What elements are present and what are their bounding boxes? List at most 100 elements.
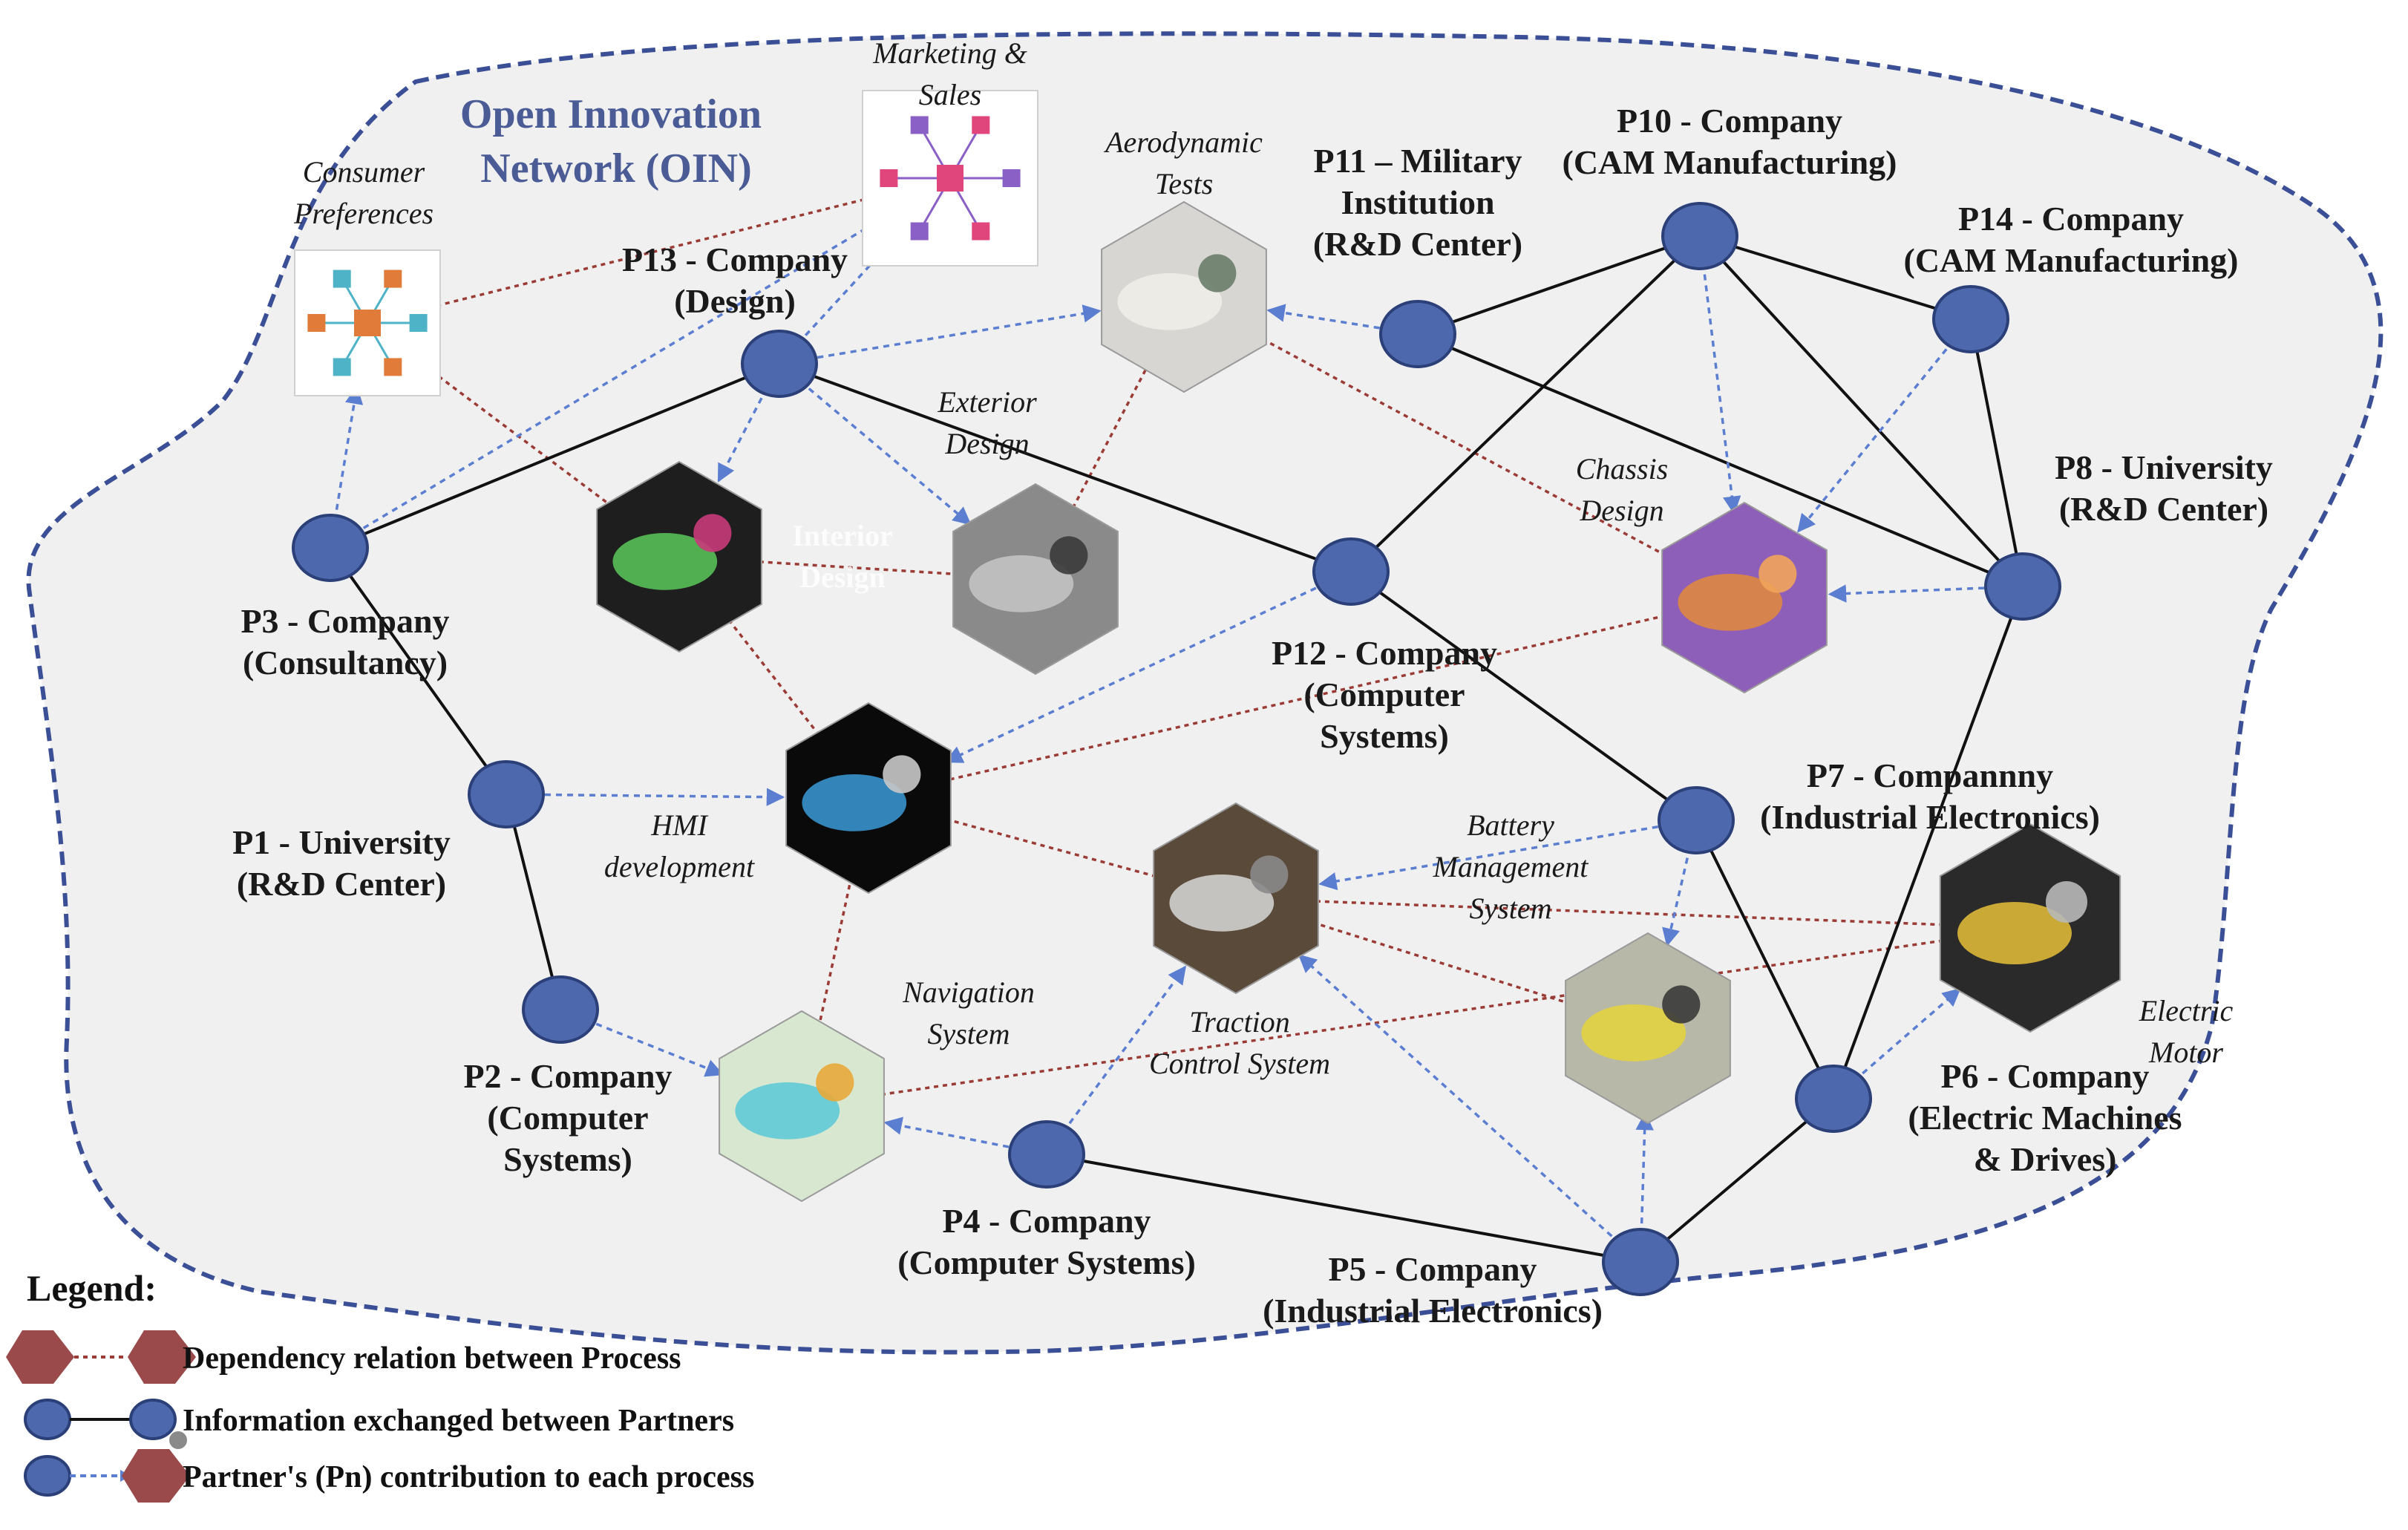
partner-label-line: P7 - Compannny [1807,756,2053,794]
partner-node-p14 [1932,285,2009,353]
process-label-line: System [927,1017,1010,1050]
process-label-line: System [1469,892,1551,925]
consumer-tile [333,358,351,376]
partner-label-line: P10 - Company [1617,102,1842,140]
partner-node-p11 [1379,300,1456,368]
partner-label-line: (R&D Center) [237,865,446,903]
dependency-consumer-marketing [367,177,951,324]
consumer-tile [384,358,402,376]
electric-motor-icon [1939,823,2121,1033]
process-label-line: development [604,850,755,883]
interior-design-icon [596,460,762,653]
process-label-line: Aerodynamic [1103,125,1263,159]
process-label-line: HMI [650,808,708,842]
consumer-tile [384,269,402,288]
motor-highlight [1957,902,2072,964]
traction-accent [1250,855,1289,894]
dependency-navigation-motor [801,926,2031,1108]
process-label-line: Design [799,560,886,594]
contribution-P7-traction [1318,825,1659,891]
consumer-tile [307,314,326,332]
partner-label-line: (Computer [487,1099,648,1137]
partner-label-line: P11 – Military [1313,142,1522,180]
consumer-tile [333,269,351,288]
partner-node-p13 [741,330,818,398]
partners-layer [292,202,2061,1296]
process-label-line: Control System [1149,1047,1330,1080]
legend-partner-a [24,1399,71,1440]
battery-management-icon [1565,932,1731,1125]
legend-contribution-text: Partner's (Pn) contribution to each proc… [183,1460,754,1494]
process-label-line: Marketing & [872,36,1027,70]
partner-label-line: P8 - University [2055,448,2273,486]
partner-label-line: P4 - Company [942,1202,1151,1240]
partner-node-p4 [1008,1120,1085,1189]
navigation-accent [816,1063,854,1102]
contribution-P4-navigation [883,1117,1010,1148]
aerodynamic-tests-icon [1101,200,1267,393]
contribution-P3-consumer [335,385,364,510]
dependency-chassis-hmi [868,596,1745,800]
process-label-line: Battery [1467,808,1554,842]
legend-dependency-text: Dependency relation between Process [183,1341,681,1376]
contribution-P13-interior [717,397,763,483]
partner-label-line: (Industrial Electronics) [1263,1292,1603,1330]
motor-accent [2046,881,2087,923]
partner-label-line: Institution [1341,183,1494,221]
partner-label-line: (CAM Manufacturing) [1904,241,2239,279]
legend-dot-icon [169,1431,187,1449]
legend-process-hex-a-shape [6,1330,74,1384]
partner-label-line: (Electric Machines [1908,1099,2182,1137]
partner-link-P3-P1 [329,546,508,796]
partner-link-P6-P5 [1639,1097,1835,1263]
traction-highlight [1169,874,1275,932]
partner-link-P12-P7 [1349,570,1698,822]
partner-node-p12 [1312,537,1390,606]
bms-highlight [1581,1004,1686,1062]
partner-label-p8: P8 - University (R&D Center) [2055,448,2273,528]
chassis-design-icon [1661,501,1828,694]
partner-link-P12-P10 [1349,235,1701,573]
partner-link-P11-P8 [1417,333,2023,588]
contribution-P13-aero [817,304,1102,359]
contribution-P2-navigation [595,1022,724,1077]
hmi-accent [883,755,921,794]
partner-label-line: & Drives) [1974,1140,2117,1178]
partner-label-line: (Industrial Electronics) [1760,798,2100,836]
partner-label-line: (CAM Manufacturing) [1563,143,1897,181]
partner-label-line: P13 - Company [622,241,848,278]
partner-label-p4: P4 - Company(Computer Systems) [897,1202,1196,1281]
marketing-tile [972,222,990,241]
partner-label-p3: P3 - Company(Consultancy) [241,602,449,681]
partner-label-line: (R&D Center) [2059,490,2268,528]
exterior-accent [1050,536,1088,575]
partner-link-P7-P6 [1695,820,1835,1099]
partner-label-p13: P13 - Company(Design) [622,241,848,320]
partner-link-P11-P10 [1417,235,1701,336]
contribution-P14-chassis [1797,348,1948,533]
process-label-line: Motor [2148,1036,2223,1069]
contribution-P11-aero [1266,304,1380,330]
partner-node-p6 [1795,1065,1872,1133]
legend-information: Information exchanged between Partners [24,1399,734,1449]
consumer-preferences-icon [294,249,441,396]
partner-label-p10: P10 - Company(CAM Manufacturing) [1563,102,1897,181]
partner-node-p3 [292,514,369,582]
marketing-tile [910,116,929,134]
hmi-development-icon [785,702,952,895]
marketing-tile [972,116,990,134]
chassis-accent [1758,555,1797,593]
contribution-P5-bms [1635,1111,1654,1224]
chassis-highlight [1678,574,1783,631]
navigation-system-icon [719,1010,885,1203]
process-label-line: Consumer [303,155,425,189]
interior-accent [693,514,732,552]
legend: Legend: Dependency relation between Proc… [6,1267,754,1503]
